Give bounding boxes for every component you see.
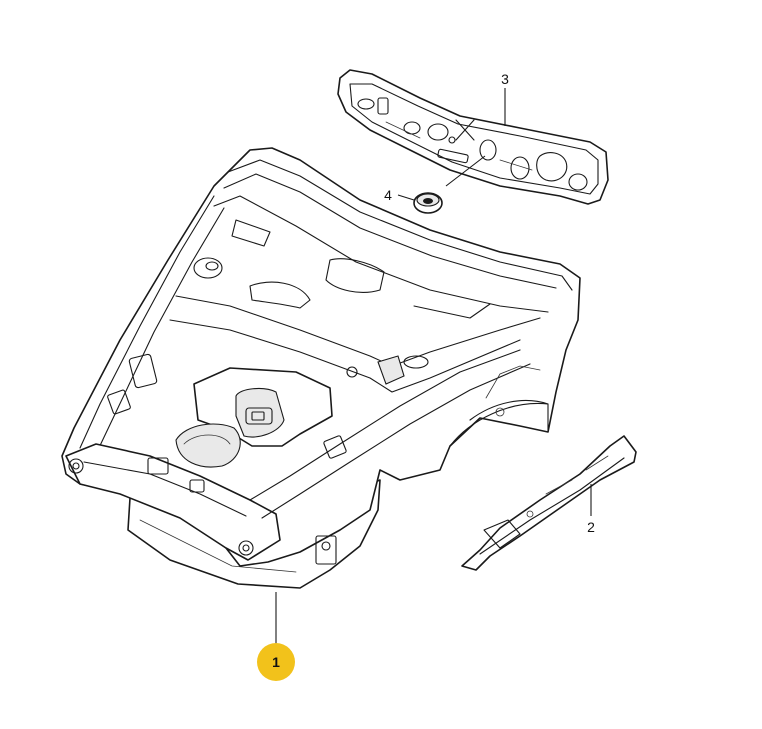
part-4-grommet[interactable] [413,192,443,214]
callout-4-label[interactable]: 4 [384,187,392,203]
callout-1-badge[interactable]: 1 [257,643,295,681]
leader-lines [275,88,592,648]
part-1-front-end-assembly[interactable] [61,147,581,589]
callout-2-label[interactable]: 2 [587,519,595,535]
leader-line-3b [445,155,486,187]
part-2-wheelhouse-reinforcement[interactable] [461,435,637,571]
callout-1-label: 1 [272,654,280,670]
callout-3-label[interactable]: 3 [501,71,509,87]
leader-line-4 [397,194,415,201]
part-3-reinforcement-panel[interactable] [337,69,609,205]
